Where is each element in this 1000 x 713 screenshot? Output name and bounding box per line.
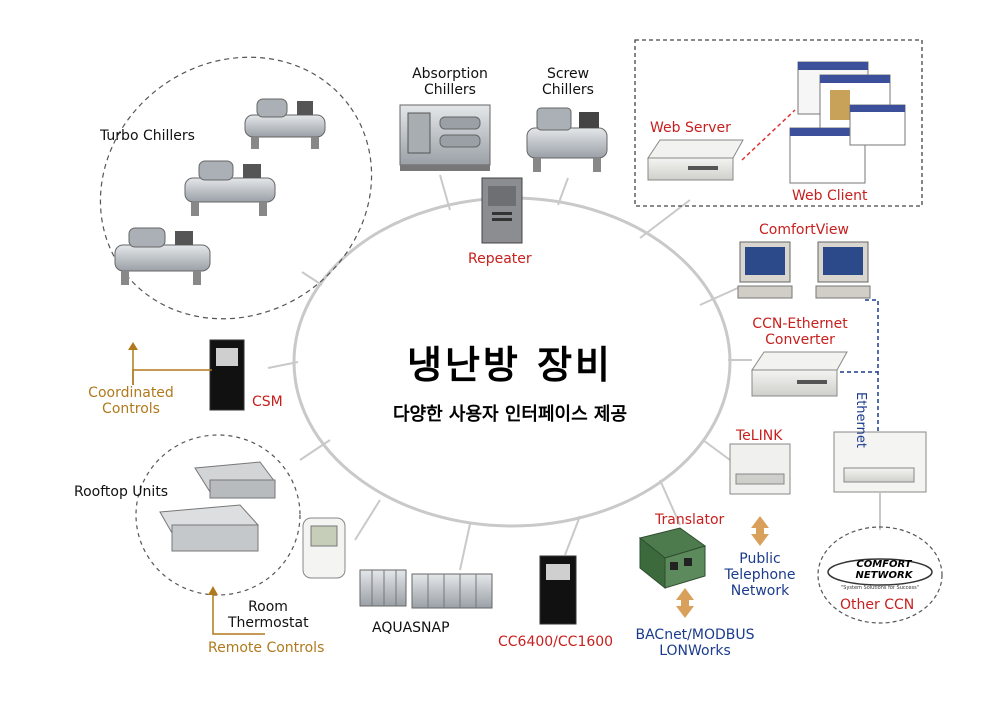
- ethernet-label: Ethernet: [853, 392, 868, 448]
- rooftop-units-label: Rooftop Units: [74, 484, 169, 500]
- repeater-label: Repeater: [468, 251, 532, 267]
- telink-image: [729, 443, 791, 495]
- other-ccn-outline: [817, 526, 943, 624]
- thermostat-image: [302, 517, 346, 579]
- web-server-label: Web Server: [650, 120, 731, 136]
- center-title: 냉난방 장비: [406, 343, 614, 387]
- rooftop-unit-image: [159, 461, 276, 552]
- logo-network-text: NETWORK: [855, 570, 913, 581]
- aquasnap-label: AQUASNAP: [372, 620, 450, 636]
- turbo-chiller-image: [114, 98, 326, 285]
- other-ccn-device-image: [833, 431, 927, 493]
- other-ccn-label: Other CCN: [840, 597, 915, 613]
- comfort-network-logo: COMFORT NETWORK "System Solutions for Su…: [827, 558, 933, 591]
- web-group-outline: [634, 39, 923, 207]
- translator-label: Translator: [655, 512, 725, 528]
- absorption-chiller-image: [399, 104, 491, 171]
- logo-tagline-text: "System Solutions for Success": [841, 585, 919, 591]
- web-server-image: [647, 139, 744, 181]
- bacnet-arrow: [676, 588, 694, 618]
- ethernet-lines: [840, 299, 879, 432]
- csm-image: [209, 339, 245, 411]
- repeater-image: [481, 177, 523, 244]
- csm-label: CSM: [252, 394, 283, 410]
- translator-image: [638, 527, 707, 590]
- cc6400-image: [539, 555, 577, 625]
- turbo-chillers-label: Turbo Chillers: [100, 128, 195, 144]
- logo-comfort-text: COMFORT: [856, 559, 912, 570]
- web-client-label: Web Client: [792, 188, 868, 204]
- screw-chiller-image: [526, 107, 608, 172]
- telink-label: TeLINK: [736, 428, 783, 444]
- rooftop-group-outline: [135, 434, 301, 596]
- cc6400-label: CC6400/CC1600: [498, 634, 614, 650]
- telephone-arrow: [751, 516, 769, 546]
- comfortview-image: [737, 241, 871, 299]
- comfortview-label: ComfortView: [759, 222, 849, 238]
- aquasnap-image: [359, 569, 493, 609]
- center-subtitle: 다양한 사용자 인터페이스 제공: [392, 404, 628, 425]
- ccn-converter-image: [751, 351, 848, 397]
- remote-controls-label: Remote Controls: [208, 640, 325, 656]
- web-client-image: [789, 61, 906, 184]
